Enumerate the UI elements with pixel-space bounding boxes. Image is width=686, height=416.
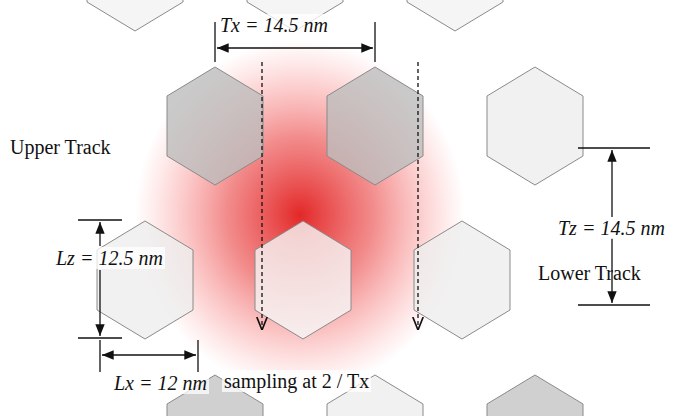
magnetic-grain — [487, 67, 583, 185]
magnetic-grain — [327, 67, 423, 185]
magnetic-grain — [167, 67, 263, 185]
dimension-label: Tx = 14.5 nm — [218, 14, 330, 36]
dimension-label: Lx = 12 nm — [112, 372, 209, 394]
dimension-lines — [78, 22, 650, 372]
magnetic-grain — [97, 221, 193, 339]
grain-array — [87, 0, 583, 416]
magnetic-grain — [87, 0, 183, 31]
magnetic-grain — [487, 375, 583, 416]
magnetic-grain — [407, 0, 503, 31]
laser-spot — [135, 40, 465, 390]
magnetic-grain — [414, 221, 510, 339]
dimension-label: Tz = 14.5 nm — [556, 217, 667, 239]
note-label: sampling at 2 / Tx — [222, 370, 371, 392]
magnetic-grain — [255, 221, 351, 339]
track-label: Upper Track — [10, 136, 111, 158]
track-label: Lower Track — [538, 262, 641, 284]
dimension-label: Lz = 12.5 nm — [54, 247, 165, 269]
